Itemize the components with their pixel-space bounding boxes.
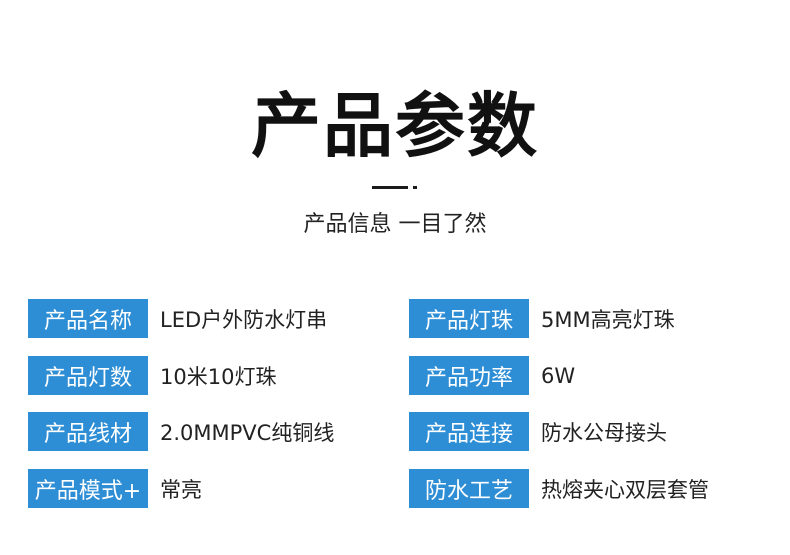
spec-label: 产品模式+ — [28, 469, 148, 508]
spec-value: 热熔夹心双层套管 — [541, 477, 709, 502]
spec-label: 产品名称 — [28, 299, 148, 338]
spec-row-bead: 产品灯珠 5MM高亮灯珠 — [409, 299, 675, 338]
spec-label: 产品灯珠 — [409, 299, 529, 338]
page-title: 产品参数 — [251, 85, 539, 167]
spec-row-waterproof: 防水工艺 热熔夹心双层套管 — [409, 469, 709, 508]
spec-value: 6W — [541, 363, 576, 388]
spec-row-led-count: 产品灯数 10米10灯珠 — [28, 356, 276, 395]
spec-value: 2.0MMPVC纯铜线 — [160, 420, 335, 445]
spec-label: 产品功率 — [409, 356, 529, 395]
page-subtitle: 产品信息 一目了然 — [303, 212, 487, 237]
spec-label: 产品灯数 — [28, 356, 148, 395]
spec-value: 常亮 — [160, 477, 202, 502]
spec-row-mode: 产品模式+ 常亮 — [28, 469, 202, 508]
spec-row-wire: 产品线材 2.0MMPVC纯铜线 — [28, 412, 334, 451]
spec-label: 产品连接 — [409, 412, 529, 451]
spec-value: 防水公母接头 — [541, 420, 667, 445]
spec-value: 5MM高亮灯珠 — [541, 307, 675, 332]
spec-row-connection: 产品连接 防水公母接头 — [409, 412, 667, 451]
spec-label: 产品线材 — [28, 412, 148, 451]
spec-label: 防水工艺 — [409, 469, 529, 508]
spec-value: 10米10灯珠 — [160, 364, 277, 389]
spec-value: LED户外防水灯串 — [160, 307, 328, 332]
title-divider-dot — [413, 186, 417, 189]
title-divider — [372, 186, 408, 189]
spec-row-power: 产品功率 6W — [409, 356, 575, 395]
spec-row-product-name: 产品名称 LED户外防水灯串 — [28, 299, 327, 338]
